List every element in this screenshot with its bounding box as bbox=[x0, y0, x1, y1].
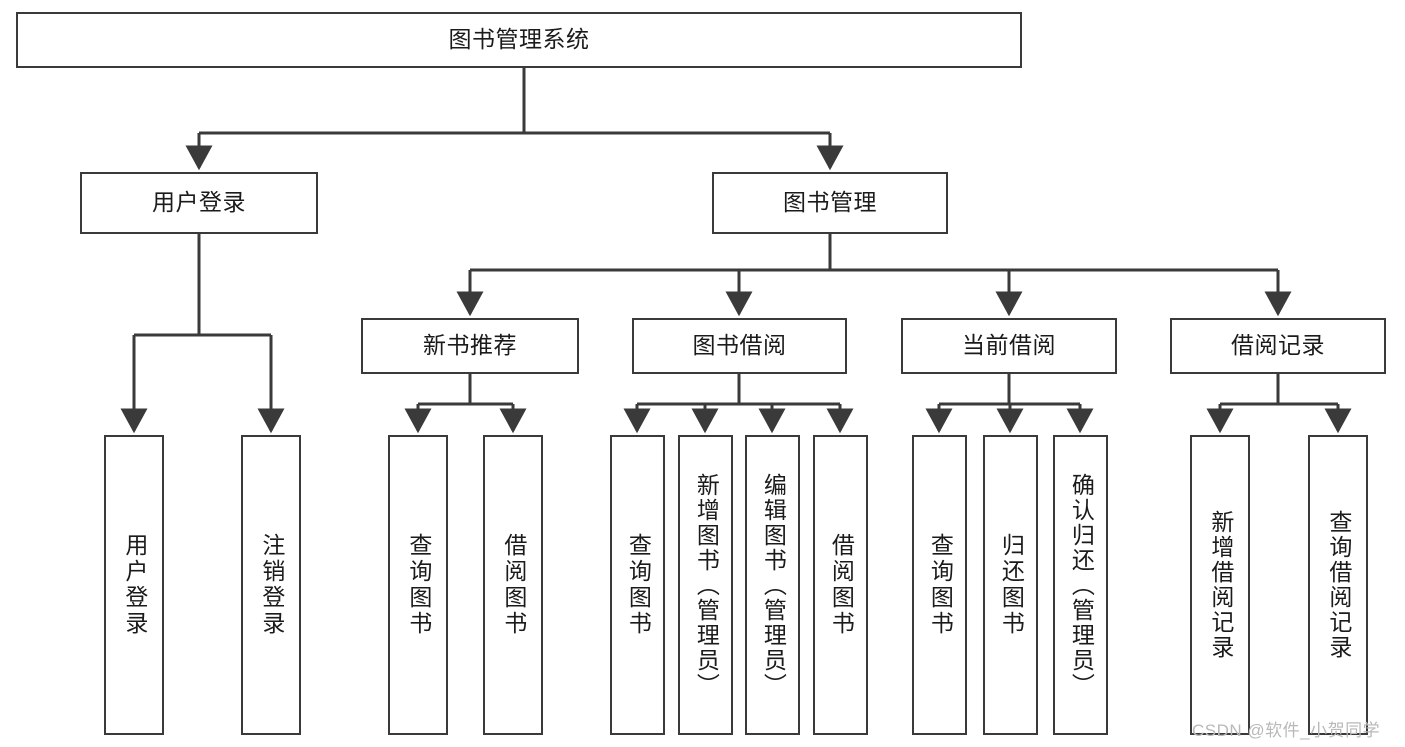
leaf-label: 注销登录 bbox=[258, 533, 285, 637]
leaf-label: 查询借阅记录 bbox=[1325, 510, 1352, 660]
node-borrow-record[interactable]: 借阅记录 bbox=[1170, 318, 1386, 374]
node-new-book-recommend-label: 新书推荐 bbox=[423, 332, 517, 359]
leaf-label: 归还图书 bbox=[998, 533, 1025, 637]
leaf-current-return-book[interactable]: 归还图书 bbox=[983, 435, 1038, 735]
node-user-login-label: 用户登录 bbox=[152, 189, 246, 216]
node-book-management-label: 图书管理 bbox=[783, 189, 877, 216]
leaf-user-login-signin[interactable]: 用户登录 bbox=[104, 435, 164, 735]
leaf-borrow-add-book-admin[interactable]: 新增图书（管理员） bbox=[678, 435, 733, 735]
node-root-system-label: 图书管理系统 bbox=[448, 26, 590, 53]
node-borrow-record-label: 借阅记录 bbox=[1231, 332, 1325, 359]
leaf-label: 借阅图书 bbox=[828, 533, 855, 637]
leaf-borrow-edit-book-admin[interactable]: 编辑图书（管理员） bbox=[745, 435, 800, 735]
leaf-label: 用户登录 bbox=[121, 533, 148, 637]
csdn-watermark: CSDN @软件_小贺同学 bbox=[1192, 721, 1381, 740]
leaf-current-query-book[interactable]: 查询图书 bbox=[912, 435, 967, 735]
node-book-management[interactable]: 图书管理 bbox=[712, 172, 948, 234]
node-current-borrow-label: 当前借阅 bbox=[962, 332, 1056, 359]
leaf-label: 查询图书 bbox=[405, 533, 432, 637]
leaf-borrow-query-book[interactable]: 查询图书 bbox=[610, 435, 665, 735]
leaf-label: 新增借阅记录 bbox=[1207, 510, 1234, 660]
leaf-record-query-record[interactable]: 查询借阅记录 bbox=[1308, 435, 1368, 735]
node-user-login[interactable]: 用户登录 bbox=[80, 172, 318, 234]
leaf-recommend-query-book[interactable]: 查询图书 bbox=[388, 435, 448, 735]
leaf-recommend-borrow-book[interactable]: 借阅图书 bbox=[483, 435, 543, 735]
leaf-borrow-borrow-book[interactable]: 借阅图书 bbox=[813, 435, 868, 735]
leaf-label: 借阅图书 bbox=[500, 533, 527, 637]
leaf-label: 查询图书 bbox=[625, 533, 652, 637]
leaf-record-add-record[interactable]: 新增借阅记录 bbox=[1190, 435, 1250, 735]
leaf-user-login-signout[interactable]: 注销登录 bbox=[241, 435, 301, 735]
node-book-borrow[interactable]: 图书借阅 bbox=[632, 318, 847, 374]
node-root-system[interactable]: 图书管理系统 bbox=[16, 12, 1022, 68]
leaf-label: 确认归还（管理员） bbox=[1068, 472, 1095, 698]
node-book-borrow-label: 图书借阅 bbox=[692, 332, 787, 359]
leaf-label: 查询图书 bbox=[927, 533, 954, 637]
node-current-borrow[interactable]: 当前借阅 bbox=[901, 318, 1117, 374]
leaf-label: 编辑图书（管理员） bbox=[760, 472, 787, 698]
leaf-current-confirm-return-admin[interactable]: 确认归还（管理员） bbox=[1053, 435, 1108, 735]
leaf-label: 新增图书（管理员） bbox=[693, 472, 720, 698]
node-new-book-recommend[interactable]: 新书推荐 bbox=[361, 318, 579, 374]
